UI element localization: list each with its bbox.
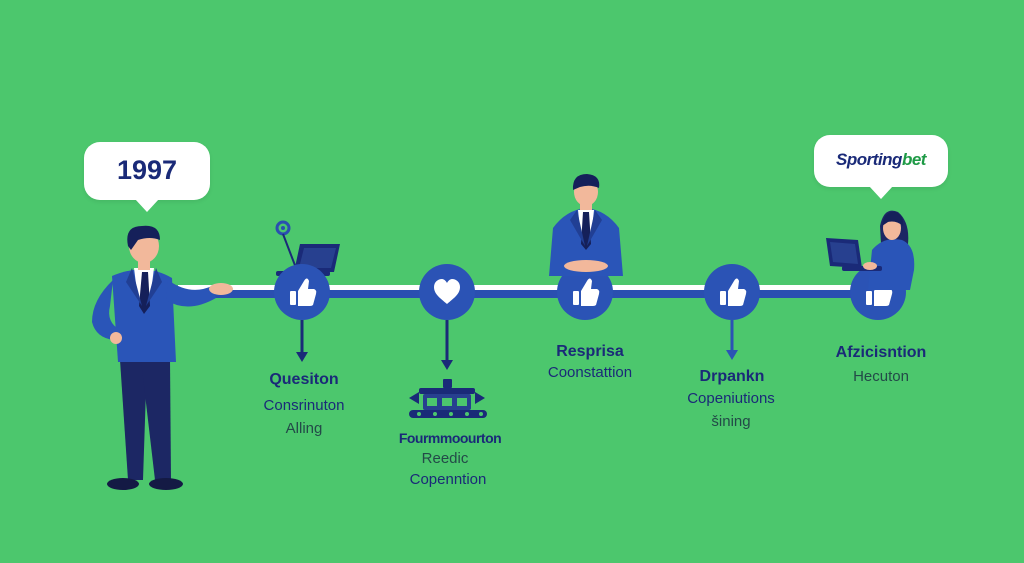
- heart-icon: [434, 279, 460, 304]
- timeline-line: [178, 285, 882, 298]
- stage-1-detail: Alling: [285, 420, 323, 437]
- stage-2-title: Fourmmoourton: [398, 430, 502, 446]
- timeline-node-4: [704, 264, 760, 320]
- stage-5-title: Afzicisntion: [835, 344, 927, 361]
- arrow-down-4: [726, 320, 738, 360]
- stage-5-subtitle: Hecuton: [853, 368, 909, 385]
- machine-icon: [409, 379, 487, 418]
- stage-2-detail: Copenntion: [409, 471, 487, 488]
- brand-accent: bet: [901, 150, 927, 169]
- timeline-node-1: [274, 264, 330, 320]
- thumbs-up-icon: [290, 278, 317, 306]
- timeline-node-2: [419, 264, 475, 320]
- arrow-down-2: [441, 320, 453, 370]
- stage-1-subtitle: Consrinuton: [263, 397, 345, 414]
- thumbs-up-icon: [720, 278, 747, 306]
- stage-4-title: Drpankn: [699, 368, 765, 385]
- standing-man-figure: [549, 174, 623, 276]
- year-label: 1997: [116, 155, 178, 185]
- stage-3-subtitle: Coonstattion: [547, 364, 633, 381]
- brand-main: Sporting: [836, 150, 902, 169]
- brand-bubble: Sportingbet: [814, 135, 948, 199]
- stage-4-subtitle: Copeniutions: [687, 390, 775, 407]
- thumbs-up-icon: [573, 278, 600, 306]
- stage-1-title: Quesiton: [269, 371, 339, 388]
- presenter-figure: [92, 225, 233, 490]
- year-bubble: 1997: [84, 142, 210, 212]
- brand-logo-text: Sportingbet: [814, 150, 948, 170]
- stage-4-detail: šining: [711, 413, 751, 430]
- ring-marker-icon: [275, 220, 291, 236]
- stage-2-subtitle: Reedic: [421, 450, 469, 467]
- timeline-node-3: [557, 264, 613, 320]
- woman-with-laptop-figure: [826, 210, 915, 290]
- stage-3-title: Resprisa: [556, 343, 624, 360]
- arrow-down-1: [296, 320, 308, 362]
